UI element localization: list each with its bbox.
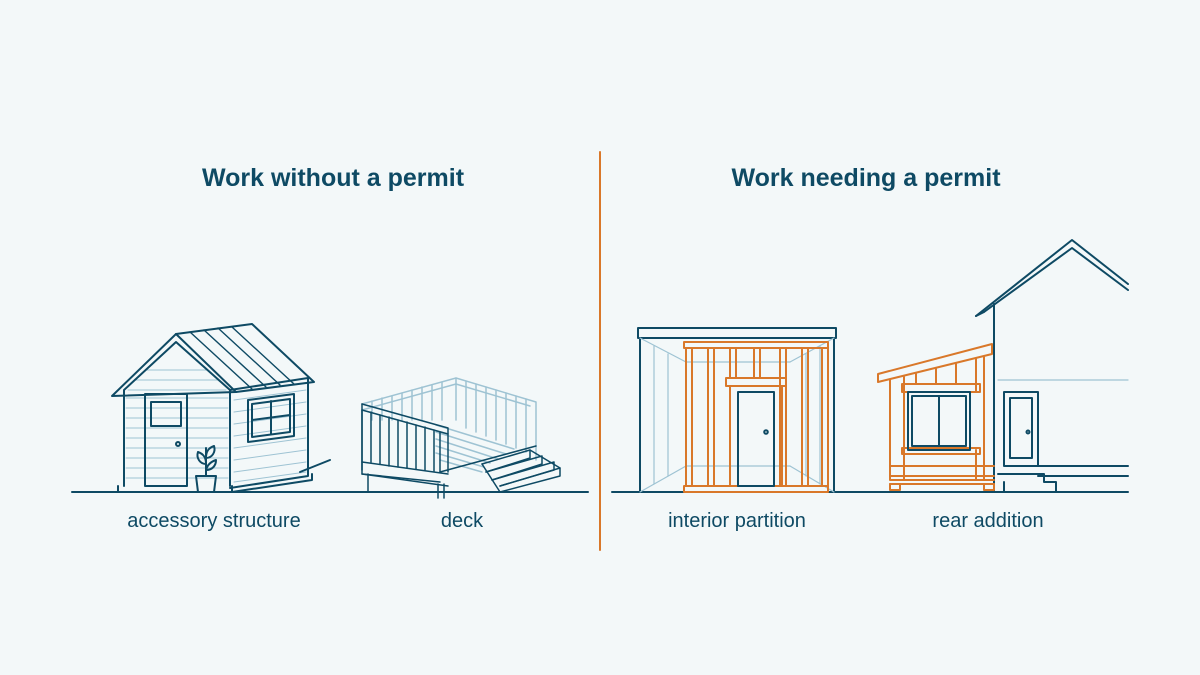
- heading-needing-permit: Work needing a permit: [731, 164, 1001, 192]
- addition-illustration: [877, 239, 1129, 493]
- heading-without-permit: Work without a permit: [201, 164, 465, 192]
- deck-illustration: [361, 377, 561, 499]
- caption-accessory-structure: accessory structure: [127, 510, 301, 532]
- caption-deck: deck: [440, 510, 484, 532]
- caption-rear-addition: rear addition: [932, 510, 1044, 532]
- partition-illustration: [637, 327, 837, 493]
- shed-illustration: [111, 323, 331, 493]
- caption-interior-partition: interior partition: [668, 510, 806, 532]
